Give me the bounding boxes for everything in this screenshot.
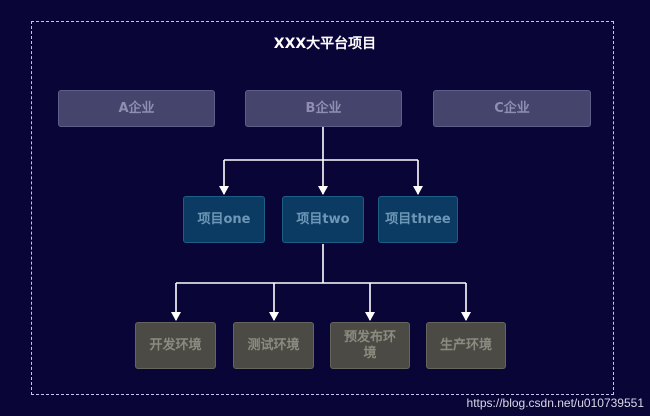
node-company-a: A企业 [58,90,215,127]
diagram-title: XXX大平台项目 [273,36,377,52]
node-env-dev: 开发环境 [135,322,216,369]
node-env-test: 测试环境 [233,322,314,369]
node-project-one: 项目one [183,196,265,243]
node-company-b: B企业 [245,90,402,127]
node-project-three: 项目three [378,196,458,243]
node-project-two: 项目two [282,196,364,243]
watermark-url: https://blog.csdn.net/u010739551 [466,396,644,410]
node-env-prod: 生产环境 [426,322,506,369]
node-env-staging: 预发布环境 [330,322,410,369]
dashed-frame [31,21,614,395]
node-company-c: C企业 [433,90,591,127]
